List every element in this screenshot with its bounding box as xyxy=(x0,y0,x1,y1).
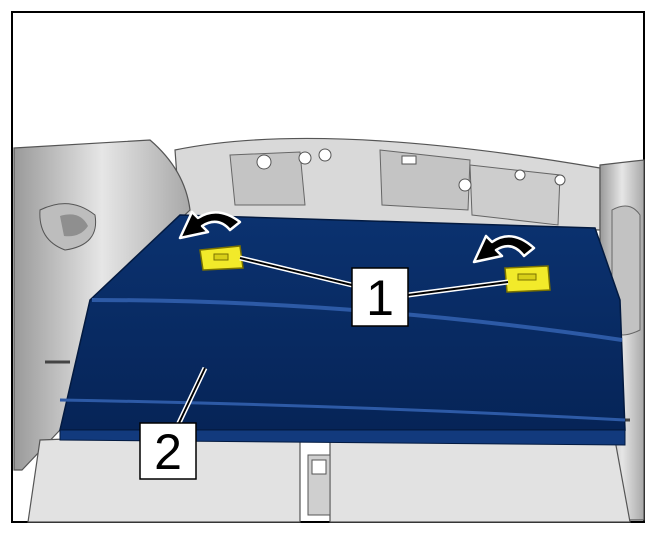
rotate-arrow-icon xyxy=(178,210,242,240)
luggage-compartment-cover xyxy=(59,214,626,446)
leader-line-1b xyxy=(407,281,509,296)
leader-line-1a xyxy=(239,257,353,286)
clip-icon xyxy=(199,245,244,271)
callout-2-label: 2 xyxy=(154,424,182,480)
callout-1-label: 1 xyxy=(366,270,394,326)
rear-trim-structure xyxy=(174,137,601,231)
clip-icon xyxy=(504,265,551,293)
callout-2: 2 xyxy=(139,422,197,480)
callout-1: 1 xyxy=(351,267,409,327)
leader-line-2 xyxy=(177,367,206,426)
rotate-arrow-icon xyxy=(472,234,536,264)
